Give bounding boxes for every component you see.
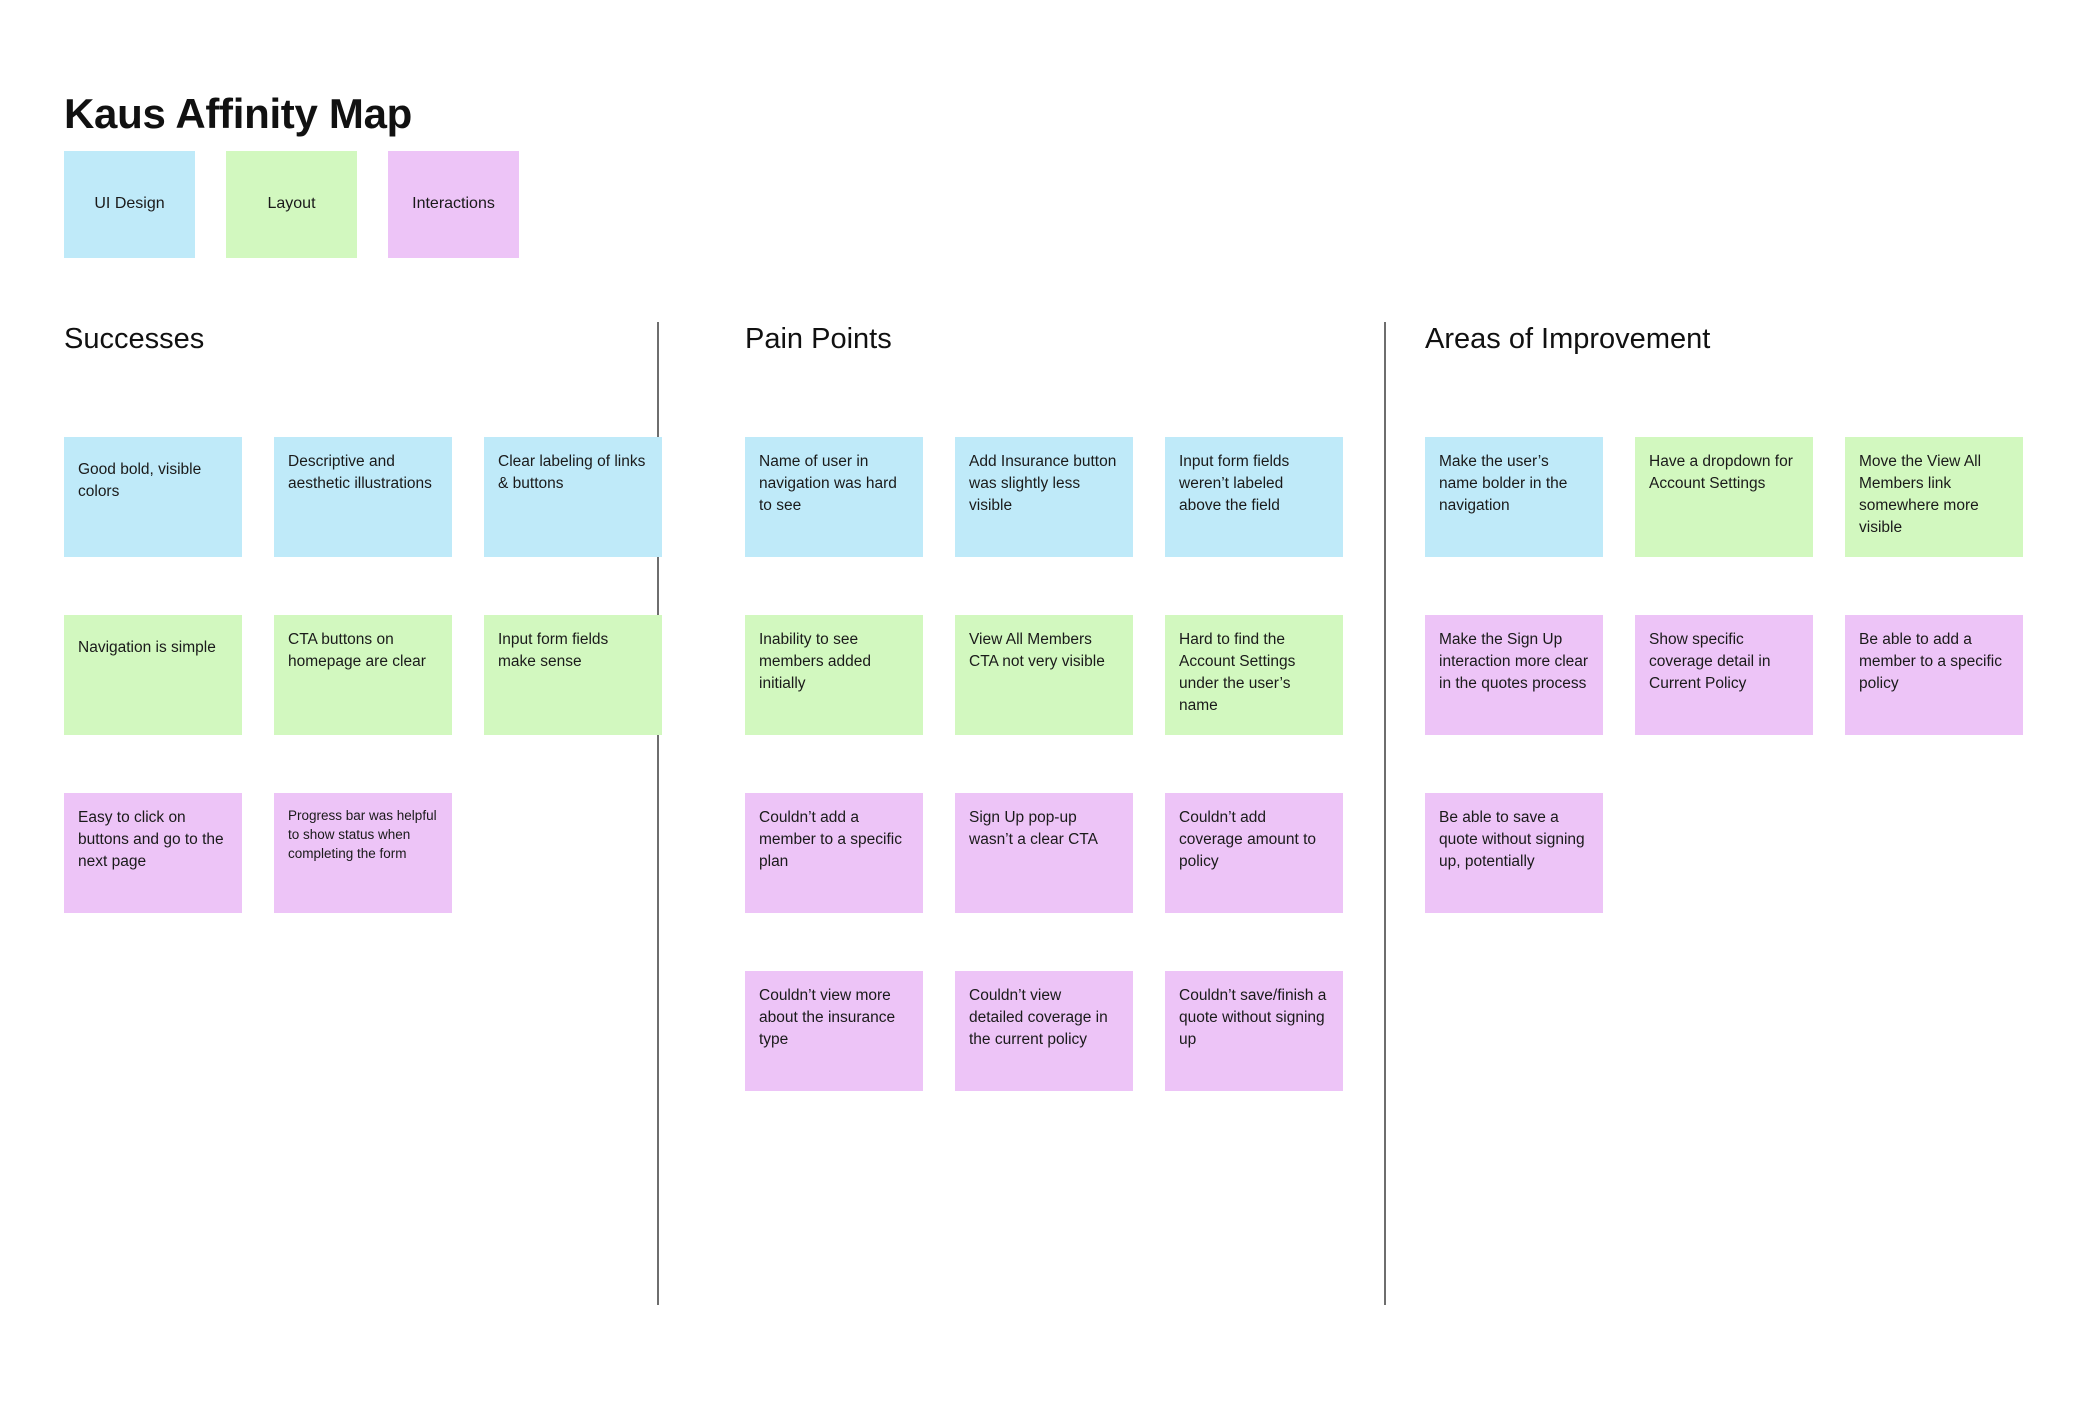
- card-row: Inability to see members added initially…: [745, 615, 1343, 735]
- sticky-note-text: Couldn’t add coverage amount to policy: [1179, 809, 1317, 870]
- column-pain-points: Pain Points Name of user in navigation w…: [745, 322, 1343, 1149]
- column-title: Areas of Improvement: [1425, 323, 1711, 355]
- sticky-note[interactable]: Sign Up pop-up wasn’t a clear CTA: [955, 793, 1133, 913]
- card-row: Make the user’s name bolder in the navig…: [1425, 437, 2025, 557]
- card-grid: Good bold, visible colors Descriptive and…: [64, 437, 662, 913]
- sticky-note-text: Make the user’s name bolder in the navig…: [1439, 453, 1568, 514]
- sticky-note[interactable]: Inability to see members added initially: [745, 615, 923, 735]
- sticky-note[interactable]: Show specific coverage detail in Current…: [1635, 615, 1813, 735]
- sticky-note[interactable]: Good bold, visible colors: [64, 437, 242, 557]
- sticky-note-text: Add Insurance button was slightly less v…: [969, 453, 1117, 514]
- card-grid: Name of user in navigation was hard to s…: [745, 437, 1343, 1091]
- sticky-note[interactable]: Couldn’t view detailed coverage in the c…: [955, 971, 1133, 1091]
- sticky-note-text: Sign Up pop-up wasn’t a clear CTA: [969, 809, 1098, 848]
- sticky-note-text: Clear labeling of links & buttons: [498, 453, 646, 492]
- sticky-note[interactable]: Input form fields weren’t labeled above …: [1165, 437, 1343, 557]
- sticky-note-text: Good bold, visible colors: [78, 461, 202, 500]
- sticky-note[interactable]: Have a dropdown for Account Settings: [1635, 437, 1813, 557]
- sticky-note-text: Easy to click on buttons and go to the n…: [78, 809, 224, 870]
- sticky-note-text: View All Members CTA not very visible: [969, 631, 1105, 670]
- sticky-note-text: Make the Sign Up interaction more clear …: [1439, 631, 1589, 692]
- sticky-note-text: Navigation is simple: [78, 639, 216, 656]
- category-legend: UI Design Layout Interactions: [64, 151, 519, 258]
- card-row: Be able to save a quote without signing …: [1425, 793, 2025, 913]
- sticky-note-text: Inability to see members added initially: [759, 631, 872, 692]
- card-row: Name of user in navigation was hard to s…: [745, 437, 1343, 557]
- sticky-note[interactable]: Couldn’t save/finish a quote without sig…: [1165, 971, 1343, 1091]
- sticky-note[interactable]: Couldn’t view more about the insurance t…: [745, 971, 923, 1091]
- sticky-note-text: Couldn’t view more about the insurance t…: [759, 987, 896, 1048]
- sticky-note[interactable]: Clear labeling of links & buttons: [484, 437, 662, 557]
- sticky-note[interactable]: Hard to find the Account Settings under …: [1165, 615, 1343, 735]
- sticky-note-text: Couldn’t save/finish a quote without sig…: [1179, 987, 1327, 1048]
- sticky-note[interactable]: Be able to add a member to a specific po…: [1845, 615, 2023, 735]
- sticky-note[interactable]: Progress bar was helpful to show status …: [274, 793, 452, 913]
- page-title: Kaus Affinity Map: [64, 90, 413, 138]
- sticky-note[interactable]: Be able to save a quote without signing …: [1425, 793, 1603, 913]
- sticky-note-text: Descriptive and aesthetic illustrations: [288, 453, 432, 492]
- sticky-note-text: Move the View All Members link somewhere…: [1859, 453, 1982, 536]
- legend-chip[interactable]: Interactions: [388, 151, 519, 258]
- sticky-note-text: Be able to add a member to a specific po…: [1859, 631, 2002, 692]
- legend-chip[interactable]: UI Design: [64, 151, 195, 258]
- column-areas-of-improvement: Areas of Improvement Make the user’s nam…: [1425, 322, 2025, 971]
- card-grid: Make the user’s name bolder in the navig…: [1425, 437, 2025, 913]
- sticky-note-text: Be able to save a quote without signing …: [1439, 809, 1585, 870]
- legend-chip[interactable]: Layout: [226, 151, 357, 258]
- sticky-note[interactable]: Descriptive and aesthetic illustrations: [274, 437, 452, 557]
- card-row: Good bold, visible colors Descriptive and…: [64, 437, 662, 557]
- sticky-note[interactable]: Navigation is simple: [64, 615, 242, 735]
- sticky-note[interactable]: Make the Sign Up interaction more clear …: [1425, 615, 1603, 735]
- sticky-note-text: Show specific coverage detail in Current…: [1649, 631, 1771, 692]
- sticky-note-text: CTA buttons on homepage are clear: [288, 631, 426, 670]
- column-successes: Successes Good bold, visible colors Descr…: [64, 322, 662, 971]
- card-row: Make the Sign Up interaction more clear …: [1425, 615, 2025, 735]
- sticky-note[interactable]: Easy to click on buttons and go to the n…: [64, 793, 242, 913]
- column-divider-2: [1384, 322, 1386, 1305]
- sticky-note[interactable]: Couldn’t add a member to a specific plan: [745, 793, 923, 913]
- sticky-note[interactable]: Move the View All Members link somewhere…: [1845, 437, 2023, 557]
- column-divider-1: [657, 322, 659, 1305]
- sticky-note[interactable]: View All Members CTA not very visible: [955, 615, 1133, 735]
- sticky-note-text: Couldn’t view detailed coverage in the c…: [969, 987, 1108, 1048]
- column-title: Pain Points: [745, 323, 892, 355]
- card-row: Navigation is simple CTA buttons on homep…: [64, 615, 662, 735]
- legend-chip-label: Layout: [267, 195, 316, 213]
- legend-chip-label: UI Design: [94, 195, 165, 213]
- card-row: Couldn’t add a member to a specific plan…: [745, 793, 1343, 913]
- sticky-note-text: Progress bar was helpful to show status …: [288, 808, 437, 861]
- sticky-note[interactable]: Name of user in navigation was hard to s…: [745, 437, 923, 557]
- sticky-note-text: Name of user in navigation was hard to s…: [759, 453, 897, 514]
- sticky-note-text: Input form fields weren’t labeled above …: [1179, 453, 1290, 514]
- sticky-note[interactable]: Make the user’s name bolder in the navig…: [1425, 437, 1603, 557]
- card-row: Easy to click on buttons and go to the n…: [64, 793, 644, 913]
- card-row: Couldn’t view more about the insurance t…: [745, 971, 1343, 1091]
- legend-chip-label: Interactions: [412, 195, 495, 213]
- column-title: Successes: [64, 323, 205, 355]
- sticky-note[interactable]: Add Insurance button was slightly less v…: [955, 437, 1133, 557]
- sticky-note[interactable]: Couldn’t add coverage amount to policy: [1165, 793, 1343, 913]
- sticky-note-text: Have a dropdown for Account Settings: [1649, 453, 1793, 492]
- sticky-note-text: Input form fields make sense: [498, 631, 609, 670]
- sticky-note-text: Couldn’t add a member to a specific plan: [759, 809, 902, 870]
- sticky-note[interactable]: Input form fields make sense: [484, 615, 662, 735]
- sticky-note[interactable]: CTA buttons on homepage are clear: [274, 615, 452, 735]
- sticky-note-text: Hard to find the Account Settings under …: [1179, 631, 1296, 714]
